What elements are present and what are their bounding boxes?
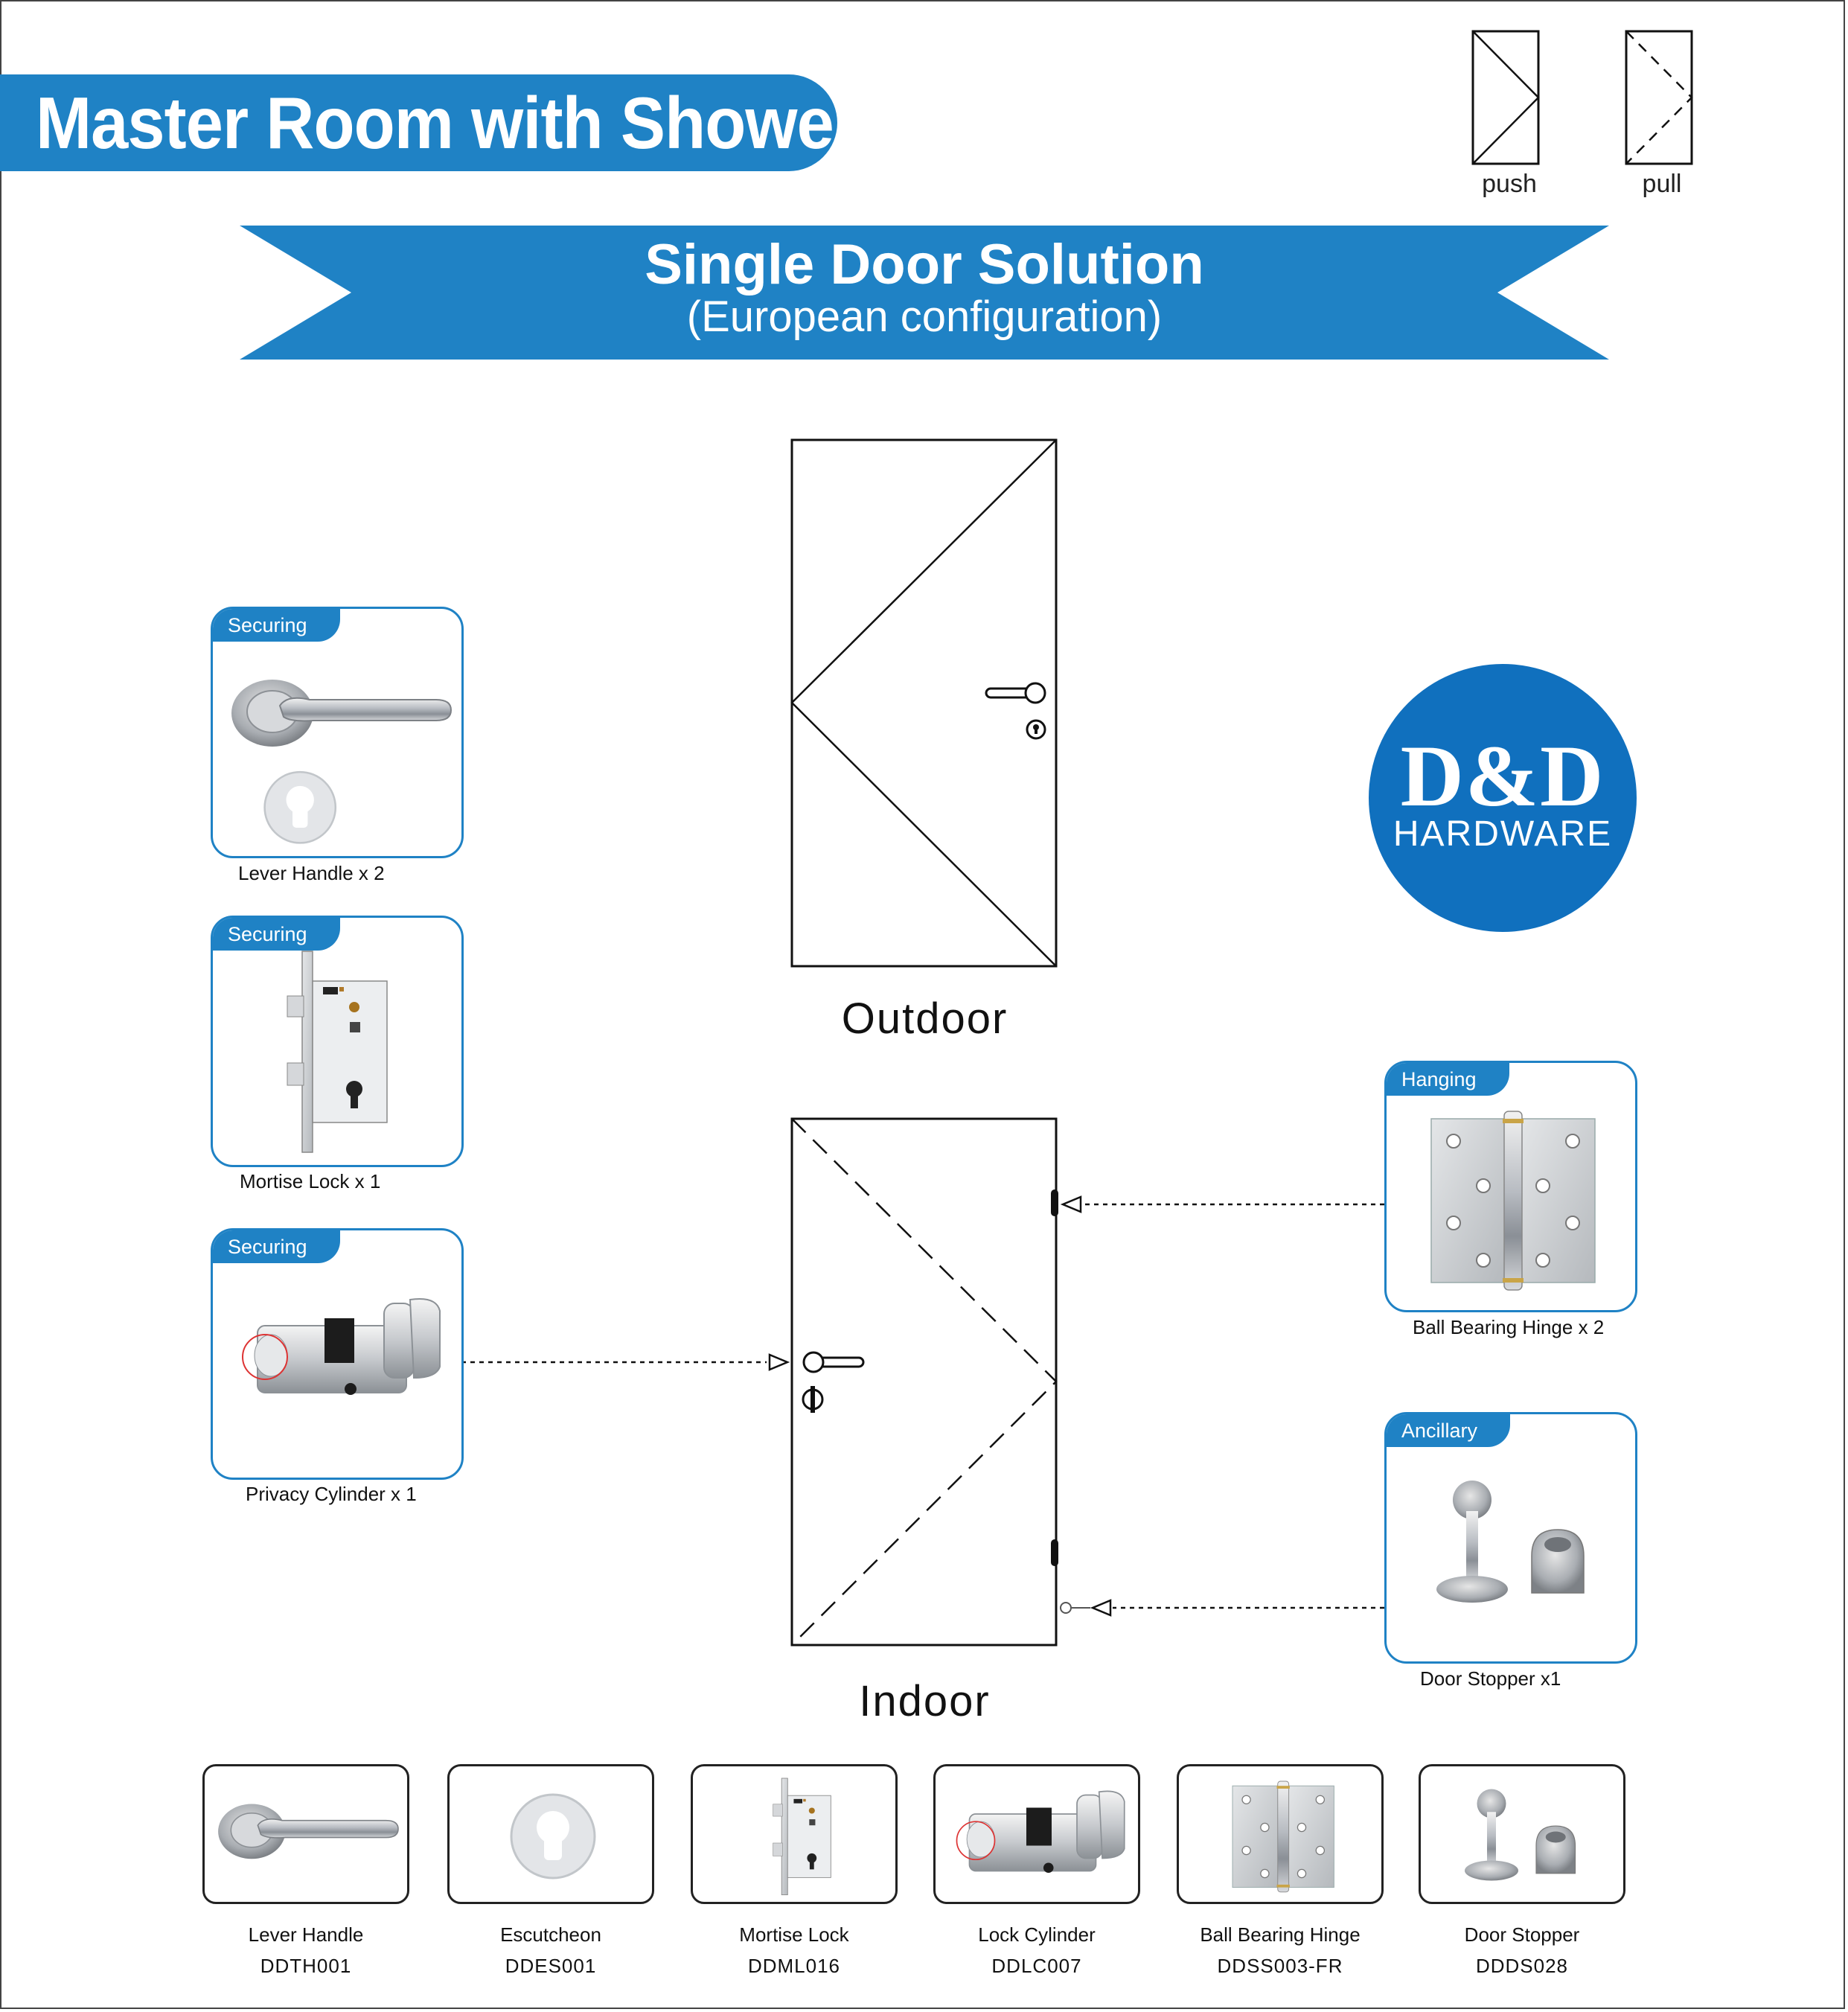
push-label: push (1482, 170, 1537, 198)
card-door-stopper: Ancillary (1384, 1412, 1637, 1664)
door-stopper-icon (1436, 1480, 1585, 1603)
page-title: Master Room with Shower (36, 82, 860, 164)
product-code: DDSS003-FR (1217, 1955, 1343, 1977)
product-card-lock-cylinder[interactable] (933, 1764, 1140, 1904)
card-privacy-cylinder: Securing (211, 1228, 464, 1480)
card-ball-bearing-hinge: Hanging (1384, 1061, 1637, 1312)
card-tag: Hanging (1387, 1063, 1509, 1096)
card-mortise-lock: Securing (211, 916, 464, 1167)
lever-handle-icon (217, 1803, 399, 1860)
hinge-connector-arrow (1060, 1195, 1384, 1213)
pull-icon (1625, 30, 1693, 165)
product-name: Door Stopper (1464, 1923, 1580, 1946)
logo-main-text: D&D (1400, 727, 1605, 825)
card-tag: Ancillary (1387, 1414, 1511, 1447)
product-card-door-stopper[interactable] (1419, 1764, 1625, 1904)
ribbon-banner (240, 226, 1609, 360)
outdoor-handle-icon (985, 682, 1046, 704)
product-card-ball-bearing-hinge[interactable] (1177, 1764, 1384, 1904)
title-banner (0, 74, 837, 171)
product-name: Lever Handle (248, 1923, 364, 1946)
ribbon-title: Single Door Solution (645, 233, 1204, 296)
product-name: Ball Bearing Hinge (1200, 1923, 1361, 1946)
upper-hinge-mark (1051, 1189, 1058, 1216)
product-card-escutcheon[interactable] (447, 1764, 654, 1904)
outdoor-keyhole-icon (1026, 719, 1046, 740)
mortise-lock-icon (773, 1778, 831, 1896)
card-caption: Privacy Cylinder x 1 (246, 1483, 417, 1505)
product-card-lever-handle[interactable] (202, 1764, 409, 1904)
card-tag: Securing (213, 918, 340, 951)
card-tag: Securing (213, 609, 340, 642)
indoor-door-diagram (790, 1117, 1058, 1647)
cylinder-connector-arrow (461, 1353, 790, 1371)
card-caption: Ball Bearing Hinge x 2 (1413, 1316, 1605, 1338)
door-stopper-icon (1464, 1788, 1576, 1882)
indoor-handle-icon (802, 1351, 865, 1373)
hinge-icon (1430, 1111, 1596, 1291)
stopper-connector-arrow (1060, 1599, 1384, 1617)
card-caption: Lever Handle x 2 (238, 862, 385, 884)
lower-hinge-mark (1051, 1539, 1058, 1566)
product-code: DDDS028 (1475, 1955, 1569, 1977)
ribbon-subtitle: (European configuration) (686, 293, 1163, 341)
privacy-cylinder-icon (242, 1298, 441, 1396)
product-card-mortise-lock[interactable] (691, 1764, 898, 1904)
product-name: Lock Cylinder (978, 1923, 1096, 1946)
mortise-lock-icon (287, 951, 388, 1153)
indoor-label: Indoor (859, 1677, 991, 1725)
hinge-icon (1232, 1781, 1335, 1893)
push-pull-legend (1471, 30, 1693, 165)
brand-logo (1369, 664, 1637, 932)
outdoor-label: Outdoor (841, 994, 1008, 1043)
product-code: DDLC007 (991, 1955, 1082, 1977)
logo-sub-text: HARDWARE (1393, 814, 1613, 854)
outdoor-door-diagram (790, 438, 1058, 968)
card-tag: Securing (213, 1230, 340, 1263)
product-name: Mortise Lock (739, 1923, 849, 1946)
card-lever-handle: Securing (211, 607, 464, 858)
product-name: Escutcheon (500, 1923, 601, 1946)
card-caption: Door Stopper x1 (1420, 1667, 1561, 1690)
lever-handle-icon (231, 679, 452, 844)
escutcheon-icon (510, 1793, 596, 1880)
thumb-turn-icon (802, 1386, 824, 1413)
card-caption: Mortise Lock x 1 (240, 1170, 381, 1192)
product-code: DDTH001 (260, 1955, 352, 1977)
push-icon (1471, 30, 1540, 165)
lock-cylinder-icon (956, 1790, 1125, 1874)
product-code: DDML016 (747, 1955, 841, 1977)
pull-label: pull (1642, 170, 1682, 198)
product-code: DDES001 (505, 1955, 597, 1977)
